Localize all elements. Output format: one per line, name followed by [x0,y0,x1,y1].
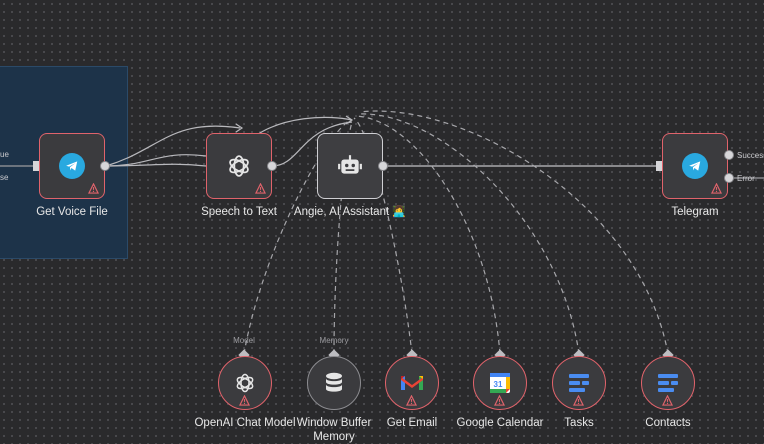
openai-icon [229,155,249,177]
get-voice-file-node[interactable] [39,133,105,199]
ai-assistant-output-port[interactable] [378,161,388,171]
openai-chat-model-node[interactable] [218,356,272,410]
telegram-input-port[interactable] [656,161,662,171]
speech-to-text-output-port[interactable] [267,161,277,171]
telegram-node[interactable] [662,133,728,199]
model-port-label: Model [233,336,255,345]
telegram-icon [682,153,708,179]
speech-to-text-label: Speech to Text [201,206,277,218]
ai-assistant-label: Angie, AI Assistant 👩‍💻 [294,205,406,219]
telegram-icon [59,153,85,179]
database-icon [326,372,342,392]
tasks-label: Tasks [564,417,594,429]
contacts-node[interactable] [641,356,695,410]
ai-assistant-label-text: Angie, AI Assistant [293,206,390,218]
warning-icon [662,395,673,406]
svg-text:31: 31 [494,380,503,389]
telegram-success-port[interactable] [724,150,734,160]
tasks-icon [569,374,589,392]
warning-icon [255,183,266,194]
window-buffer-label-line2: Memory [313,431,355,443]
get-voice-file-input-port[interactable] [33,161,39,171]
assistant-emoji: 👩‍💻 [392,206,407,218]
ai-assistant-node[interactable] [317,133,383,199]
robot-icon [338,155,362,174]
telegram-label: Telegram [671,206,719,218]
google-calendar-label: Google Calendar [456,417,544,429]
window-buffer-label-line1: Window Buffer [296,417,372,429]
warning-icon [406,395,417,406]
memory-port-label: Memory [319,336,349,345]
contacts-icon [658,374,678,392]
warning-icon [88,183,99,194]
get-email-label: Get Email [386,417,438,429]
telegram-success-label: Success [737,151,764,160]
telegram-error-port[interactable] [724,173,734,183]
contacts-label: Contacts [645,417,691,429]
openai-icon [236,373,254,393]
speech-to-text-node[interactable] [206,133,272,199]
left-port-label-top: ue [0,150,9,159]
warning-icon [239,395,250,406]
warning-icon [711,183,722,194]
window-buffer-memory-label: Window Buffer Memory [297,416,372,444]
gmail-icon [401,376,423,390]
warning-icon [494,395,505,406]
telegram-error-label: Error [737,174,755,183]
openai-chat-model-label: OpenAI Chat Model [194,417,296,429]
tasks-node[interactable] [552,356,606,410]
google-calendar-icon: 31 [490,373,510,393]
left-port-label-bottom: se [0,173,9,182]
warning-icon [573,395,584,406]
get-voice-file-output-port[interactable] [100,161,110,171]
get-email-node[interactable] [385,356,439,410]
google-calendar-node[interactable]: 31 [473,356,527,410]
get-voice-file-label: Get Voice File [36,206,108,218]
window-buffer-memory-node[interactable] [307,356,361,410]
